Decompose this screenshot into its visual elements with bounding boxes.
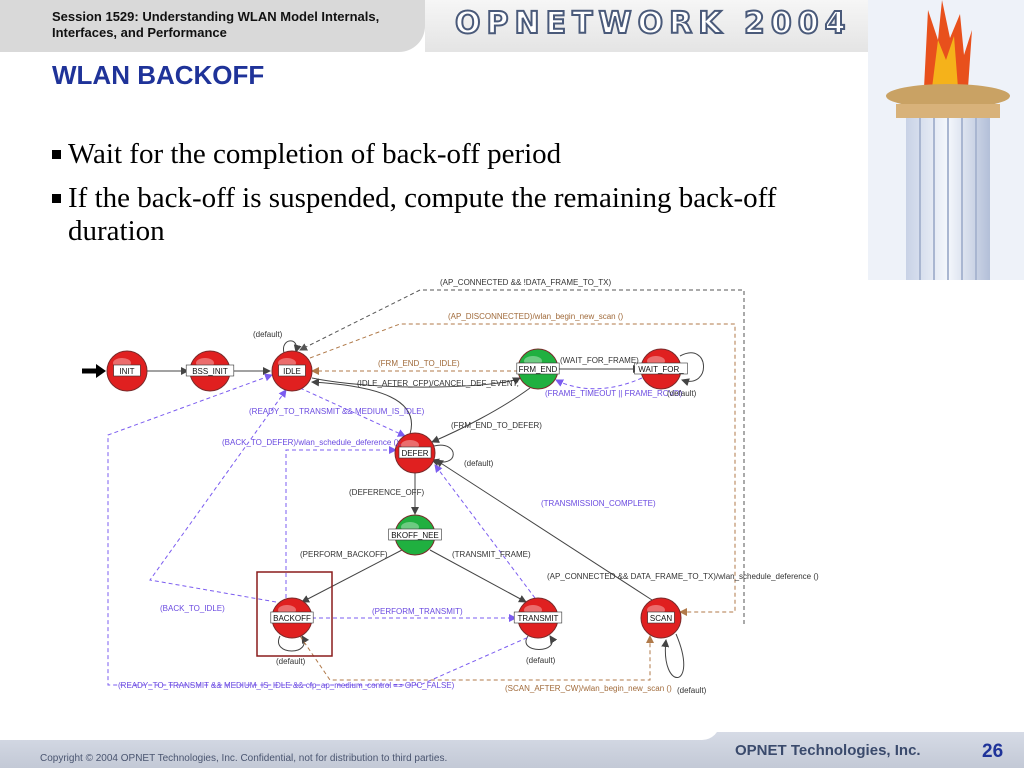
state-label-box <box>388 528 442 541</box>
state-scan: SCAN <box>640 597 682 639</box>
torch-pillar-illustration <box>868 0 1024 280</box>
state-defer: DEFER <box>394 432 436 474</box>
state-bss-init: BSS_INIT <box>185 350 235 392</box>
footer-notch <box>0 722 720 740</box>
slide-title: WLAN BACKOFF <box>52 60 265 90</box>
edge-transmit-defer <box>434 464 536 599</box>
label-default-defer: (default) <box>464 459 494 468</box>
state-label: TRANSMIT <box>518 614 559 623</box>
state-init: INIT <box>106 350 148 392</box>
page-number: 26 <box>982 741 1004 762</box>
state-label: FRM_END <box>519 365 558 374</box>
state-label-box <box>270 611 314 624</box>
edge-ap-disconnected <box>309 323 736 616</box>
label-transmit-frame: (TRANSMIT_FRAME) <box>452 550 531 559</box>
session-title-line2: Interfaces, and Performance <box>52 25 227 40</box>
state-label-box <box>113 364 141 377</box>
label-ready-to-transmit: (READY_TO_TRANSMIT && MEDIUM_IS_IDLE) <box>249 407 425 416</box>
edge-bkoff-backoff <box>301 549 403 603</box>
edge-backoff-self <box>278 635 310 652</box>
state-frm-end: FRM_END <box>516 348 560 390</box>
label-idle-after-cfp: (IDLE_AFTER_CFP)/CANCEL_DEF_EVENT; <box>357 379 519 388</box>
state-label: DEFER <box>401 449 428 458</box>
edge-wait-self <box>679 352 704 387</box>
state-bkoff-nee: BKOFF_NEE <box>388 514 442 556</box>
label-back-to-defer: (BACK_TO_DEFER)/wlan_schedule_deference … <box>222 438 401 447</box>
bullet-item: Wait for the completion of back-off peri… <box>48 138 878 171</box>
label-default-wait: (default) <box>667 389 697 398</box>
state-nodes: INIT BSS_INIT IDLE FRM_END WAIT_FOR_ DEFER BKO… <box>106 348 688 639</box>
session-header <box>0 0 425 52</box>
label-default-backoff: (default) <box>276 657 306 666</box>
backoff-highlight-box <box>256 571 333 657</box>
label-ap-disconnected: (AP_DISCONNECTED)/wlan_begin_new_scan () <box>448 312 624 321</box>
label-wait-for-frame: (WAIT_FOR_FRAME) <box>560 356 639 365</box>
state-label: INIT <box>119 367 134 376</box>
label-default-idle: (default) <box>253 330 283 339</box>
label-ap-connected-data: (AP_CONNECTED && DATA_FRAME_TO_TX)/wlan_… <box>547 572 819 581</box>
state-label: BKOFF_NEE <box>391 531 439 540</box>
state-idle: IDLE <box>271 350 313 392</box>
state-label-box <box>398 446 432 459</box>
edge-backoff-defer <box>285 446 397 598</box>
copyright-text: Copyright © 2004 OPNET Technologies, Inc… <box>40 753 448 764</box>
edge-idle-cfp <box>311 377 521 388</box>
edge-bkoff-transmit <box>429 549 527 603</box>
session-title: Session 1529: Understanding WLAN Model I… <box>52 9 379 41</box>
edge-backoff-idle <box>149 389 287 603</box>
state-transmit: TRANSMIT <box>513 597 563 639</box>
edge-idle-defer <box>299 387 406 437</box>
label-frm-end-to-defer: (FRM_END_TO_DEFER) <box>451 421 542 430</box>
brand-band <box>425 0 945 52</box>
edge-scan-after-cw <box>299 635 654 681</box>
state-label: IDLE <box>283 367 301 376</box>
session-title-line1: Session 1529: Understanding WLAN Model I… <box>52 9 380 24</box>
edge-wait-frmend <box>555 377 643 390</box>
edge-idle-self <box>283 340 302 354</box>
label-transmission-complete: (TRANSMISSION_COMPLETE) <box>541 499 656 508</box>
entry-arrow <box>82 364 106 378</box>
bullet-list: Wait for the completion of back-off peri… <box>48 138 878 259</box>
state-label-box <box>516 362 560 375</box>
label-ap-connected-no-data: (AP_CONNECTED && !DATA_FRAME_TO_TX) <box>440 278 611 287</box>
edge-scan-defer <box>435 459 653 601</box>
edge-frmend-defer <box>431 387 531 443</box>
bullet-item: If the back-off is suspended, compute th… <box>48 182 878 248</box>
label-frm-end-to-idle: (FRM_END_TO_IDLE) <box>378 359 460 368</box>
state-label: SCAN <box>650 614 672 623</box>
label-perform-backoff: (PERFORM_BACKOFF) <box>300 550 388 559</box>
label-default-scan: (default) <box>677 686 707 695</box>
edge-transmit-self <box>525 635 558 650</box>
state-label-box <box>513 611 563 624</box>
brand-logo: OPNETWORK 2004 <box>454 5 852 42</box>
label-back-to-idle: (BACK_TO_IDLE) <box>160 604 225 613</box>
label-frame-timeout: (FRAME_TIMEOUT || FRAME_RCVD) <box>545 389 683 398</box>
state-backoff: BACKOFF <box>270 597 314 639</box>
state-label: WAIT_FOR_ <box>638 365 684 374</box>
label-scan-after-cw: (SCAN_AFTER_CW)/wlan_begin_new_scan () <box>505 684 672 693</box>
state-wait-for: WAIT_FOR_ <box>634 348 688 390</box>
company-name: OPNET Technologies, Inc. <box>735 742 921 759</box>
state-label-box <box>278 364 306 377</box>
label-deference-off: (DEFERENCE_OFF) <box>349 488 424 497</box>
edge-defer-idle <box>311 378 412 435</box>
edge-ready-cfp <box>107 373 541 686</box>
label-ready-to-transmit-cfp: (READY_TO_TRANSMIT && MEDIUM_IS_IDLE && … <box>118 681 455 690</box>
state-label-box <box>647 611 675 624</box>
state-label-box <box>185 364 235 377</box>
state-label: BACKOFF <box>273 614 311 623</box>
state-label-box <box>634 362 688 375</box>
edge-scan-self <box>661 633 685 678</box>
label-default-transmit: (default) <box>526 656 556 665</box>
state-label: BSS_INIT <box>192 367 228 376</box>
label-perform-transmit: (PERFORM_TRANSMIT) <box>372 607 463 616</box>
